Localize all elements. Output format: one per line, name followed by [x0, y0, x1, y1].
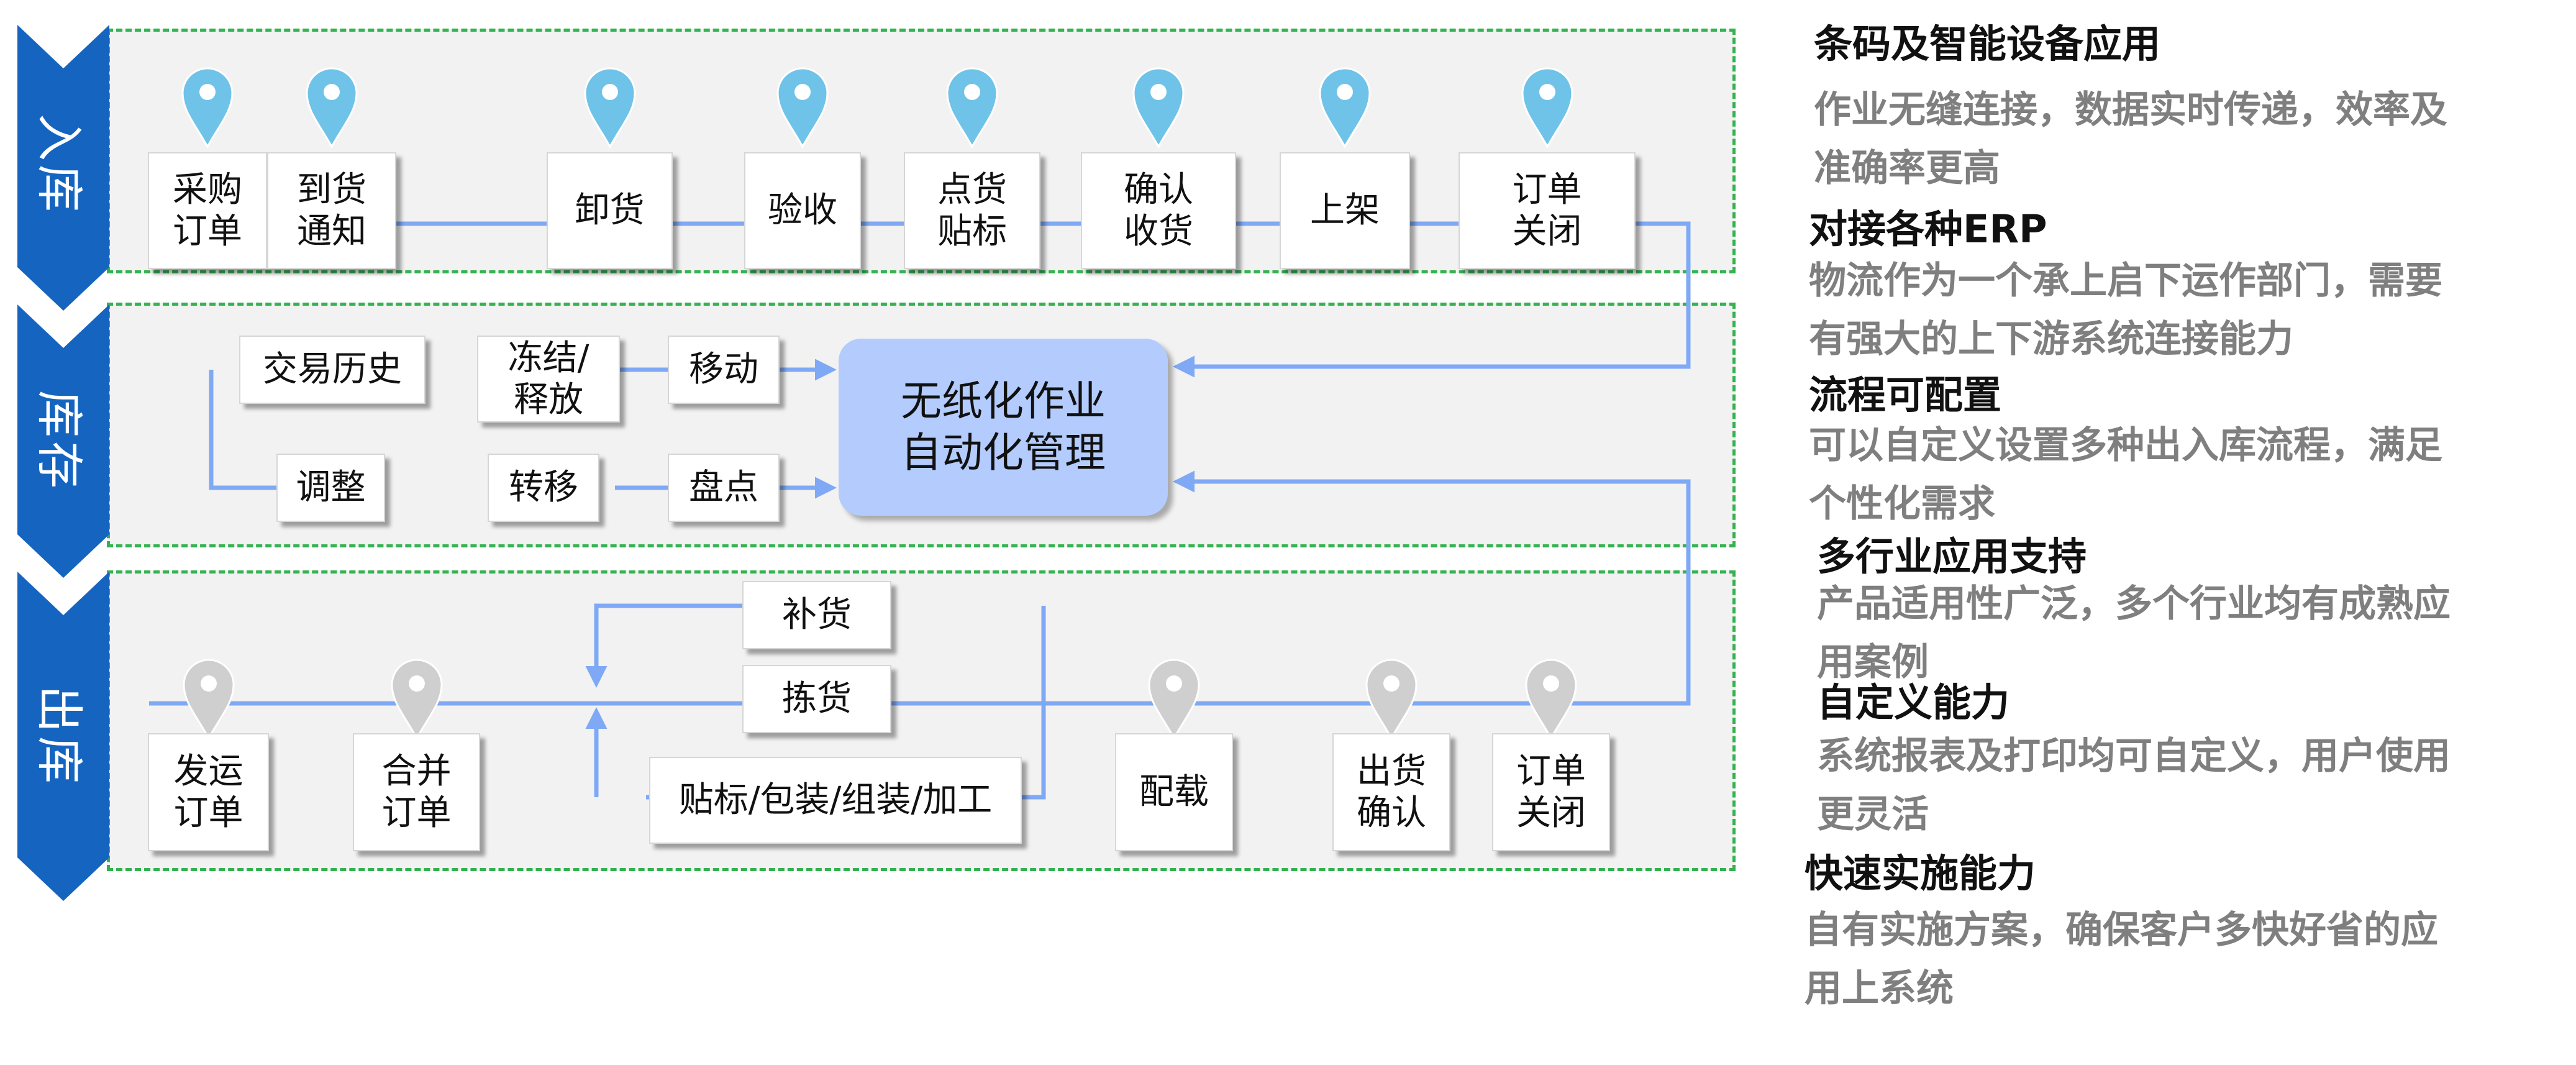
location-pin-icon [1148, 659, 1200, 741]
inbound-step: 验收 [744, 152, 861, 269]
location-pin-icon [390, 659, 443, 741]
location-pin-icon [1319, 67, 1371, 149]
outbound-step: 配载 [1115, 733, 1233, 851]
inbound-step: 采购 订单 [148, 152, 267, 269]
location-pin-icon [306, 67, 358, 149]
stock-tab-shape [17, 304, 109, 578]
inbound-step: 订单 关闭 [1459, 152, 1636, 269]
location-pin-icon [1132, 67, 1185, 149]
outbound-branch-step: 贴标/包装/组装/加工 [649, 757, 1022, 844]
location-pin-icon [776, 67, 829, 149]
inbound-step: 上架 [1280, 152, 1410, 269]
paperless-automation-hub: 无纸化作业 自动化管理 [839, 339, 1168, 516]
branch-top-line [585, 603, 745, 688]
outbound-step: 发运 订单 [148, 733, 269, 851]
outbound-branch-step: 补货 [742, 581, 891, 649]
stock-op: 调整 [276, 454, 385, 522]
outbound-to-hub-line [149, 470, 1691, 706]
outbound-step: 合并 订单 [353, 733, 480, 851]
location-pin-icon [181, 67, 234, 149]
outbound-branch-step: 拣货 [742, 665, 891, 733]
stock-op: 移动 [668, 336, 780, 404]
location-pin-icon [583, 67, 636, 149]
location-pin-icon [1521, 67, 1573, 149]
stock-op: 冻结/ 释放 [477, 336, 620, 423]
inbound-tab-shape [17, 25, 109, 311]
location-pin-icon [1365, 659, 1418, 741]
outbound-step: 订单 关闭 [1492, 733, 1610, 851]
stock-op: 转移 [488, 454, 599, 522]
inbound-step: 到货 通知 [267, 152, 396, 269]
location-pin-icon [946, 67, 998, 149]
inbound-step: 确认 收货 [1081, 152, 1236, 269]
stock-op: 盘点 [668, 454, 780, 522]
location-pin-icon [1525, 659, 1577, 741]
location-pin-icon [182, 659, 235, 741]
outbound-tab-shape [17, 572, 109, 901]
section-tabs [17, 25, 109, 901]
inbound-step: 卸货 [547, 152, 673, 269]
inbound-step: 点货 贴标 [904, 152, 1040, 269]
outbound-step: 出货 确认 [1332, 733, 1450, 851]
stock-op: 交易历史 [239, 336, 426, 404]
